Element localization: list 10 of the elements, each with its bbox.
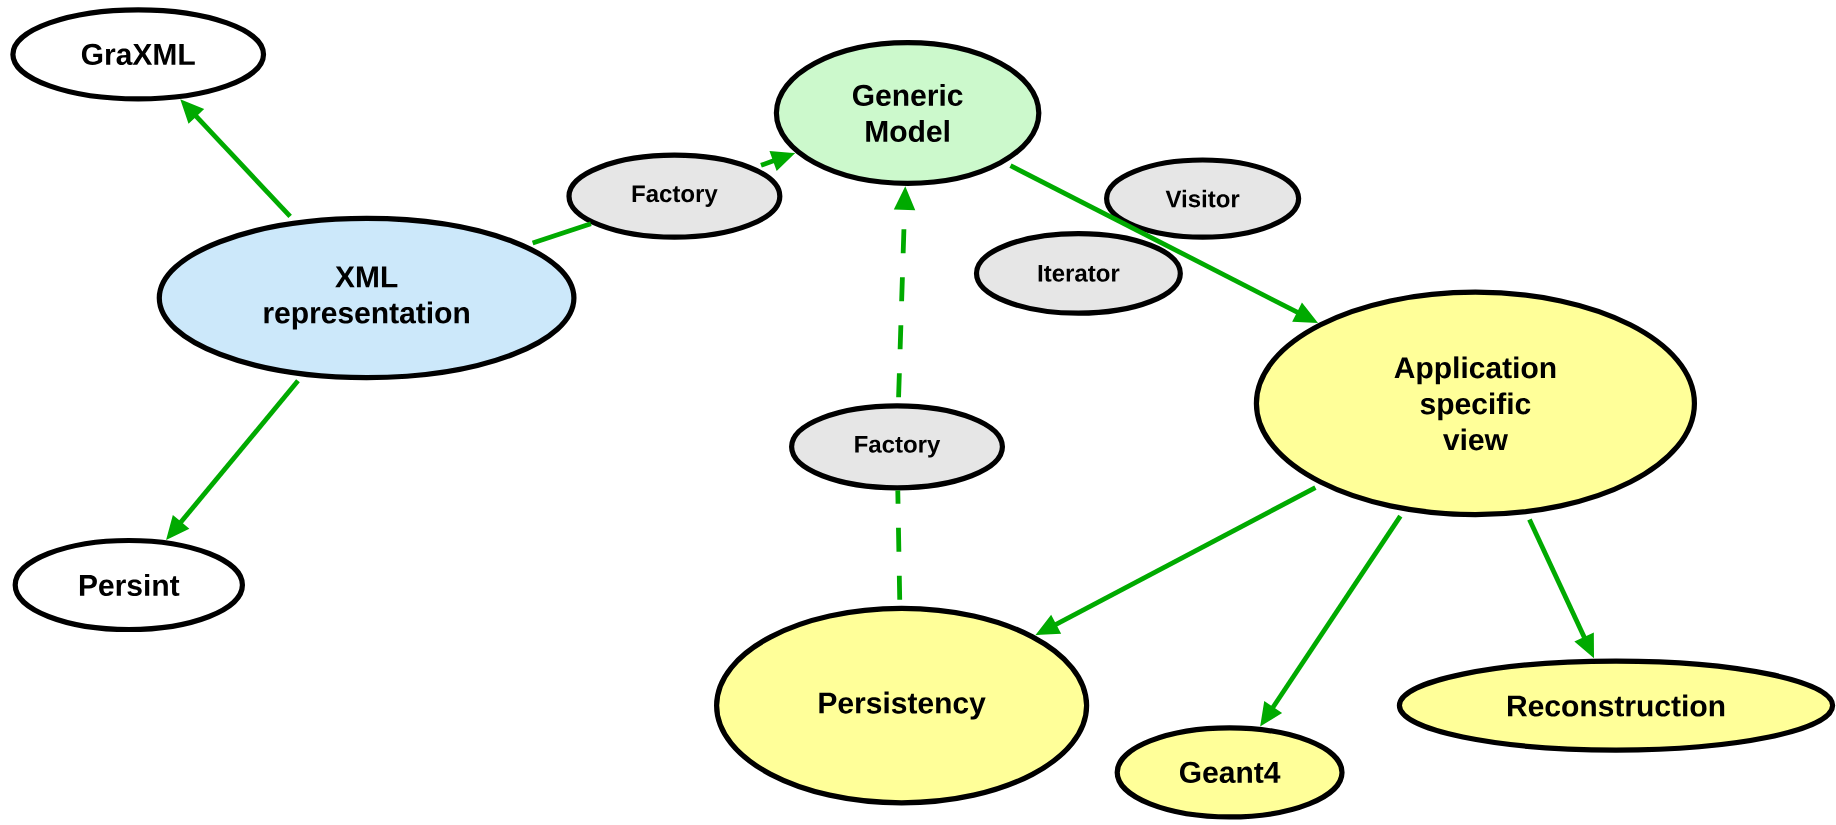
ellipse-node: XML representation bbox=[156, 215, 577, 381]
ellipse-node: Geant4 bbox=[1114, 725, 1345, 820]
ellipse-node: Persint bbox=[12, 537, 245, 633]
connector-line bbox=[895, 490, 903, 600]
ellipse-node: Generic Model bbox=[773, 40, 1042, 186]
ellipse-node: Persistency bbox=[714, 605, 1090, 806]
ellipse-node: GraXML bbox=[10, 7, 267, 102]
connector-line bbox=[531, 221, 592, 246]
ellipse-node: Reconstruction bbox=[1396, 658, 1836, 753]
ellipse-node: Application specific view bbox=[1253, 289, 1697, 518]
